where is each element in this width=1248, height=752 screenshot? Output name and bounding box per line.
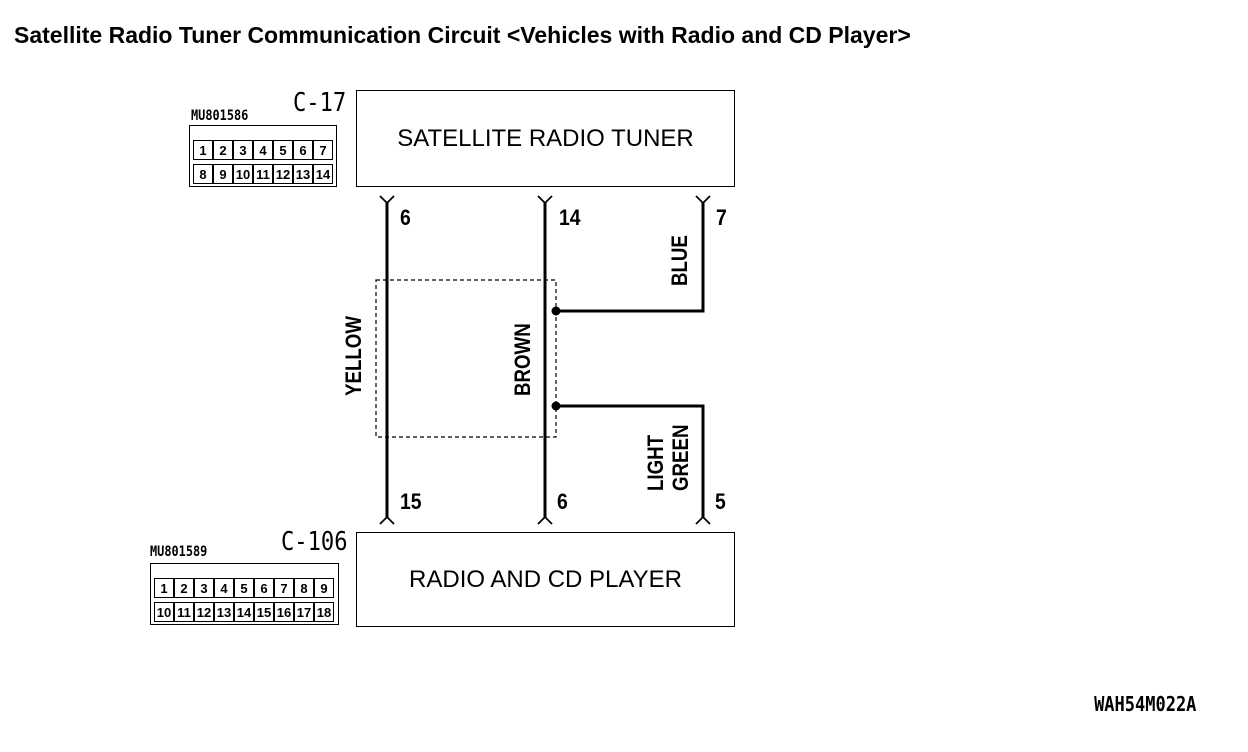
c106-pin-6: 6: [254, 578, 274, 598]
c106-pin-3: 3: [194, 578, 214, 598]
c106-pin-12: 12: [194, 602, 214, 622]
brown-radio-pin: 6: [557, 489, 568, 514]
blue-tuner-pin: 7: [716, 205, 727, 230]
c17-pin-1: 1: [193, 140, 213, 160]
c17-pin-6: 6: [293, 140, 313, 160]
blue-wire-top-terminal: [695, 195, 711, 205]
c106-connector-label: C-106: [281, 527, 348, 557]
c17-pin-14: 14: [313, 164, 333, 184]
satellite-radio-tuner-label: SATELLITE RADIO TUNER: [397, 124, 694, 152]
c106-pin-2: 2: [174, 578, 194, 598]
c17-part-number: MU801586: [191, 108, 249, 124]
brown-wire-label: BROWN: [510, 323, 535, 396]
c17-pin-13: 13: [293, 164, 313, 184]
brown-tuner-pin: 14: [559, 205, 581, 230]
c106-pin-9: 9: [314, 578, 334, 598]
blue-wire-label: BLUE: [667, 235, 692, 286]
c17-pin-12: 12: [273, 164, 293, 184]
c106-pin-1: 1: [154, 578, 174, 598]
figure-code: WAH54M022A: [1093, 692, 1196, 716]
c106-pin-15: 15: [254, 602, 274, 622]
c106-pin-7: 7: [274, 578, 294, 598]
yellow-wire-bottom-terminal: [379, 515, 395, 525]
c106-pin-8: 8: [294, 578, 314, 598]
radio-cd-player-box: RADIO AND CD PLAYER: [356, 532, 735, 627]
c17-pin-8: 8: [193, 164, 213, 184]
shield-dashed-box: [375, 279, 557, 438]
c106-pin-5: 5: [234, 578, 254, 598]
c17-pin-7: 7: [313, 140, 333, 160]
brown-wire-bottom-terminal: [537, 515, 553, 525]
c106-pin-18: 18: [314, 602, 334, 622]
satellite-radio-tuner-box: SATELLITE RADIO TUNER: [356, 90, 735, 187]
c17-pin-3: 3: [233, 140, 253, 160]
c17-pin-10: 10: [233, 164, 253, 184]
c106-pin-13: 13: [214, 602, 234, 622]
c17-connector-label: C-17: [293, 88, 347, 118]
c17-pin-11: 11: [253, 164, 273, 184]
yellow-tuner-pin: 6: [400, 205, 411, 230]
c17-pin-9: 9: [213, 164, 233, 184]
blue-wire-junction-dot: [551, 306, 561, 316]
radio-cd-player-label: RADIO AND CD PLAYER: [409, 565, 682, 593]
light-green-wire-label-line2: GREEN: [668, 424, 693, 491]
light-green-wire-label-line1: LIGHT: [643, 434, 668, 491]
light-green-wire: [556, 404, 705, 518]
light-green-wire-junction-dot: [551, 401, 561, 411]
c17-pin-4: 4: [253, 140, 273, 160]
page-title: Satellite Radio Tuner Communication Circ…: [14, 22, 911, 48]
c106-pin-4: 4: [214, 578, 234, 598]
light-green-radio-pin: 5: [715, 489, 726, 514]
c106-pin-11: 11: [174, 602, 194, 622]
c106-pin-10: 10: [154, 602, 174, 622]
c17-pin-2: 2: [213, 140, 233, 160]
blue-wire: [556, 202, 705, 313]
c106-part-number: MU801589: [150, 544, 208, 560]
c106-pin-17: 17: [294, 602, 314, 622]
c17-pin-5: 5: [273, 140, 293, 160]
c106-pin-14: 14: [234, 602, 254, 622]
brown-wire-top-terminal: [537, 195, 553, 205]
light-green-wire-bottom-terminal: [695, 515, 711, 525]
c106-pin-16: 16: [274, 602, 294, 622]
yellow-radio-pin: 15: [400, 489, 422, 514]
yellow-wire-top-terminal: [379, 195, 395, 205]
yellow-wire-label: YELLOW: [341, 316, 366, 396]
